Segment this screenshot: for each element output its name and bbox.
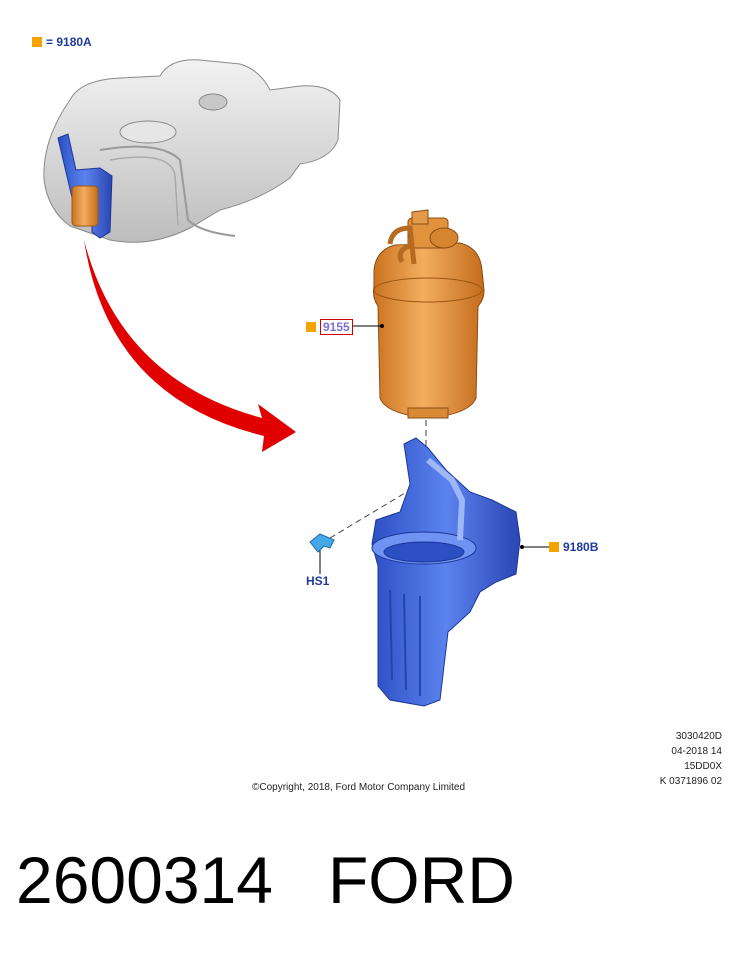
code-line: 15DD0X — [684, 761, 722, 772]
callout-marker-icon — [306, 322, 316, 332]
callout-screw-label[interactable]: HS1 — [306, 574, 330, 588]
part-number: 2600314 — [16, 843, 273, 917]
copyright: ©Copyright, 2018, Ford Motor Company Lim… — [252, 782, 466, 793]
filter-bracket-icon — [57, 133, 113, 239]
drawing-codes: 3030420D 04-2018 14 15DD0X K 0371896 02 — [660, 729, 722, 789]
callout-filter: 9155 — [306, 319, 353, 335]
part-number-line: 2600314 FORD — [16, 840, 515, 920]
callout-marker-icon — [549, 542, 559, 552]
callout-bracket: 9180B — [549, 540, 598, 554]
callout-filter-label[interactable]: 9155 — [320, 319, 353, 335]
filter-bracket-icon-large — [371, 437, 521, 707]
brand: FORD — [327, 843, 515, 917]
code-line: K 0371896 02 — [659, 776, 722, 787]
code-line: 04-2018 14 — [671, 746, 722, 757]
legend-label: = 9180A — [46, 35, 92, 49]
screw-icon — [309, 533, 335, 553]
code-line: 3030420D — [675, 731, 722, 742]
fuel-tank-icon — [43, 59, 341, 243]
arrow-icon — [84, 240, 296, 452]
fuel-filter-icon — [373, 209, 485, 419]
legend: = 9180A — [32, 35, 92, 49]
legend-marker-icon — [32, 37, 42, 47]
callout-bracket-label[interactable]: 9180B — [563, 540, 599, 554]
